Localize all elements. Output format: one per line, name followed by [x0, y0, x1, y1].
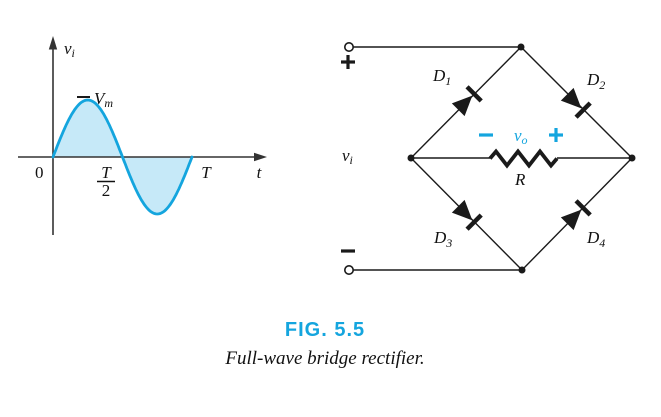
half-period-denominator: 2	[102, 181, 111, 200]
y-axis-arrow	[48, 36, 58, 50]
diode-d3-symbol	[451, 199, 483, 231]
input-waveform-graph: Vm vi 0 T 2 T t	[18, 36, 267, 235]
source-voltage-label: vi	[342, 146, 353, 167]
left-junction-node	[407, 154, 415, 162]
top-junction-node	[517, 43, 525, 51]
resistor-symbol	[488, 148, 559, 169]
bottom-junction-node	[518, 266, 526, 274]
right-junction-node	[628, 154, 636, 162]
peak-amplitude-label: Vm	[94, 89, 113, 110]
source-plus-sign	[341, 55, 355, 69]
output-voltage-label: vo	[514, 126, 528, 147]
half-period-numerator: T	[101, 163, 112, 182]
bottom-input-terminal	[343, 264, 354, 275]
diode-d4-symbol	[560, 199, 592, 231]
resistor-label: R	[514, 170, 526, 189]
origin-label: 0	[35, 163, 44, 182]
figure-number: FIG. 5.5	[284, 319, 366, 341]
top-input-terminal	[343, 41, 354, 52]
diode-d1-symbol	[451, 85, 483, 117]
period-label: T	[201, 163, 212, 182]
diode-d4-label: D4	[586, 228, 605, 250]
output-plus-sign	[549, 128, 563, 142]
x-axis-arrow	[254, 152, 267, 162]
graph-ylabel: vi	[64, 39, 75, 60]
figure-caption: Full-wave bridge rectifier.	[225, 348, 425, 369]
diode-d1-label: D1	[432, 66, 451, 88]
bridge-rectifier-circuit: vi R vo	[341, 41, 636, 275]
diode-d3-label: D3	[433, 228, 452, 250]
sine-wave-curve	[51, 98, 194, 216]
diode-d2-symbol	[560, 87, 592, 119]
diode-d2-label: D2	[586, 70, 605, 92]
graph-xlabel: t	[257, 163, 263, 182]
